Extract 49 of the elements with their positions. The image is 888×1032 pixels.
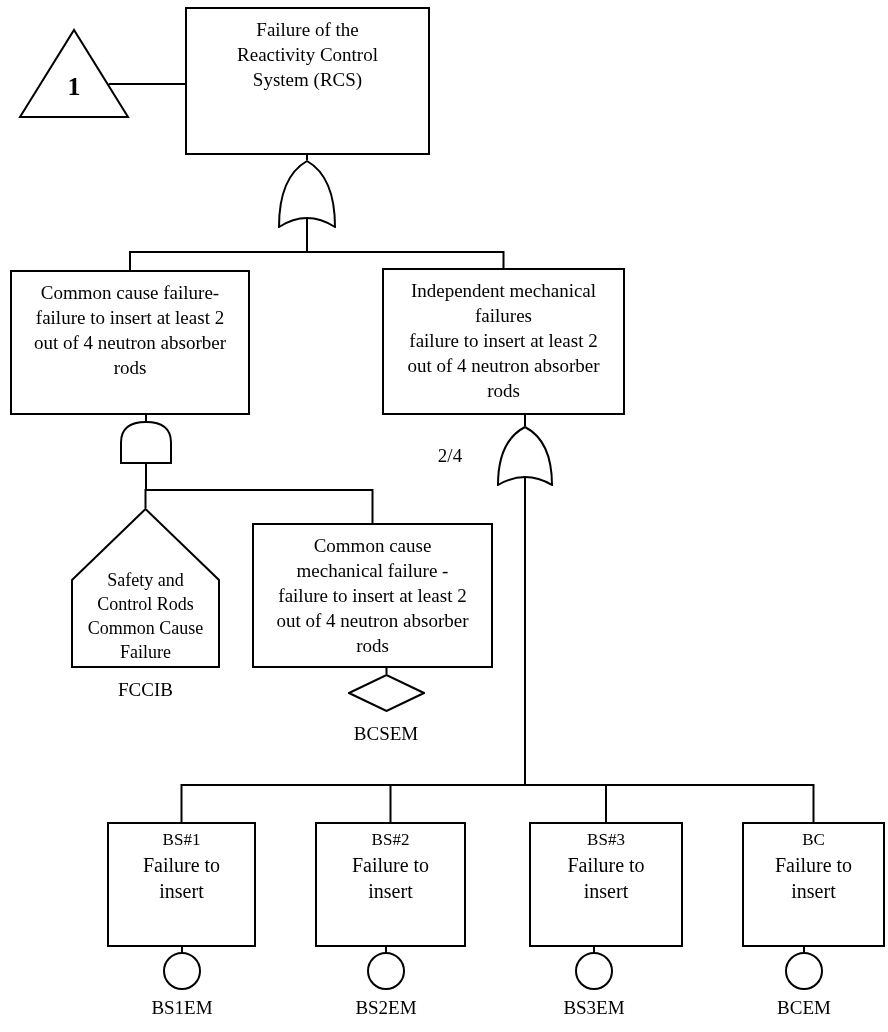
or-gate-symbol [497, 426, 553, 486]
connector-line [593, 946, 595, 953]
event-code-label: BS2EM [354, 996, 418, 1020]
event-text: Common cause failure- failure to insert at least 2 out of 4 neutron absorber rods [32, 281, 228, 380]
connector-line [803, 946, 805, 953]
event-box [107, 822, 256, 947]
event-text: Failure to insert [773, 853, 854, 904]
connector-line [145, 463, 374, 524]
event-code-label: BCSEM [352, 722, 420, 746]
event-text: Failure to insert [141, 853, 222, 904]
event-box [742, 822, 885, 947]
event-text: failure to insert at least 2 out of 4 neutron absorber rods [406, 329, 601, 403]
event-box [185, 7, 430, 155]
basic-event-circle [785, 952, 823, 990]
undeveloped-event-diamond [348, 674, 425, 712]
connector-line [385, 946, 387, 953]
or-gate-symbol [278, 160, 336, 228]
basic-event-circle [163, 952, 201, 990]
event-box [252, 523, 493, 668]
event-box [315, 822, 466, 947]
event-box [382, 268, 625, 415]
event-text: Safety and Control Rods Common Cause Failure [87, 569, 204, 664]
connector-line [385, 667, 388, 675]
event-text: Failure of the Reactivity Control System (RCS) [236, 18, 379, 92]
event-id: BS#3 [587, 829, 625, 851]
transfer-number: 1 [67, 74, 81, 100]
event-text: Failure to insert [350, 853, 431, 904]
event-code-label: 2/4 [436, 444, 464, 468]
connector-line [306, 154, 308, 161]
basic-event-circle [575, 952, 613, 990]
event-code-label: FCCIB [117, 678, 174, 702]
connector-line [181, 946, 183, 953]
event-id: BC [802, 829, 825, 851]
event-code-label: BS1EM [150, 996, 214, 1020]
connector-line [107, 82, 186, 85]
basic-event-circle [367, 952, 405, 990]
and-gate-symbol [120, 421, 172, 464]
event-id: BS#2 [371, 829, 410, 851]
event-box [529, 822, 683, 947]
transfer-triangle [18, 28, 130, 118]
connector-line [145, 414, 147, 422]
event-id: BS#1 [162, 829, 201, 851]
connector-line [524, 414, 526, 427]
event-text: Failure to insert [566, 853, 646, 904]
event-code-label: BCEM [776, 996, 832, 1020]
event-code-label: BS3EM [562, 996, 626, 1020]
house-event [71, 508, 220, 668]
event-text: Common cause mechanical failure - failure to insert at least 2 out of 4 neutron absorber rods [275, 534, 470, 658]
event-box [10, 270, 250, 415]
